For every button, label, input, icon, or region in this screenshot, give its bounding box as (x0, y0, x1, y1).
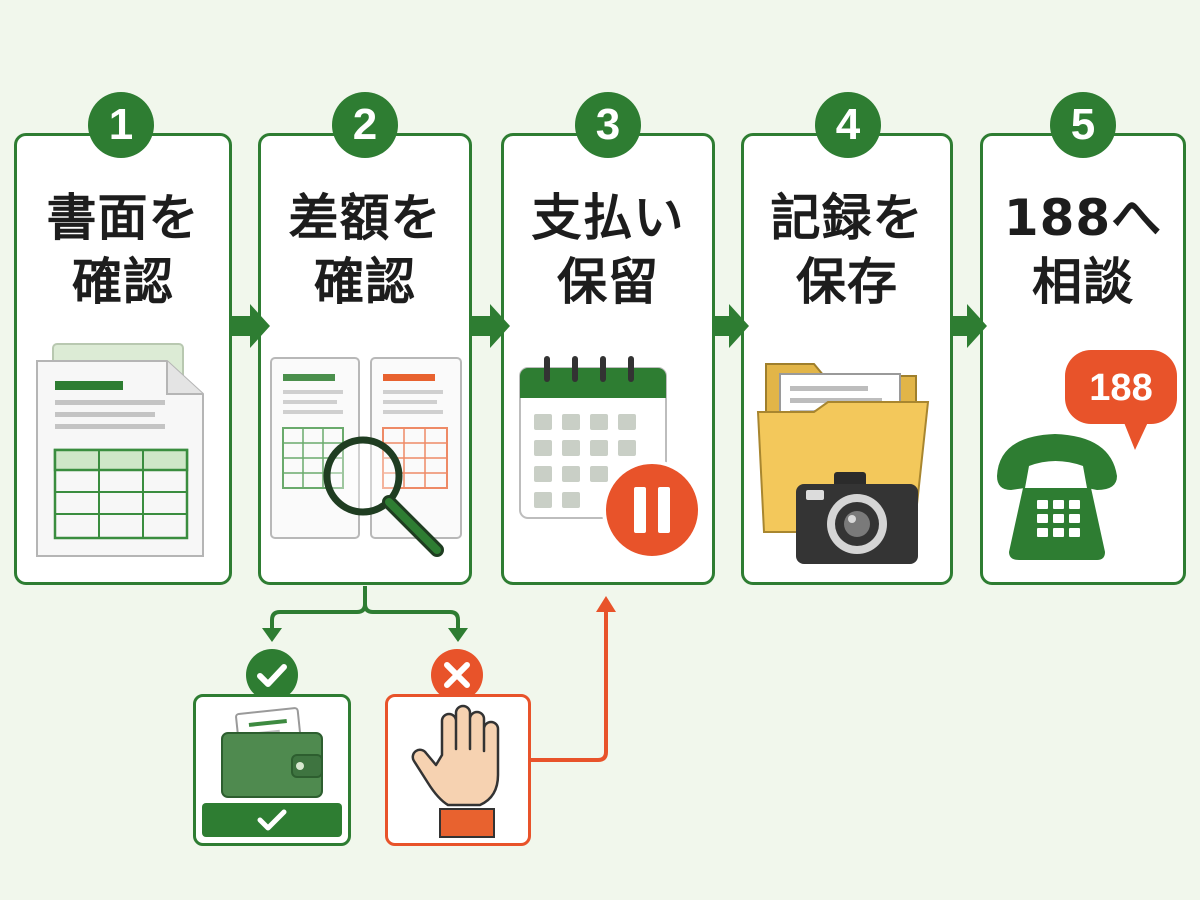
cross-icon (431, 649, 483, 701)
document-icon (36, 343, 204, 557)
step-title-4-line1: 記録を (770, 189, 924, 247)
ok-status-bar (202, 803, 342, 837)
camera-icon (796, 472, 918, 564)
stop-hand-illustration (411, 704, 500, 838)
branch-card-ok (193, 694, 351, 846)
branch-arrowhead-ok (262, 628, 282, 642)
check-mark-icon (257, 809, 287, 831)
speech-bubble-text: 188 (1089, 367, 1152, 409)
return-arrow-line (530, 608, 608, 762)
step-title-2-line2: 確認 (314, 253, 416, 311)
branch-arrowhead-ng (448, 628, 468, 642)
phone-illustration: 188 (997, 350, 1177, 560)
step-number-3: 3 (575, 92, 641, 158)
magnifier-icon (323, 436, 444, 557)
step-title-2: 差額を 確認 (261, 186, 469, 314)
step-title-1: 書面を 確認 (17, 186, 229, 314)
green-document-icon (270, 357, 360, 539)
step-card-2: 差額を 確認 (258, 133, 472, 585)
wallet-icon (221, 707, 323, 798)
document-illustration (36, 343, 204, 557)
step-number-2: 2 (332, 92, 398, 158)
branch-lines (270, 586, 460, 630)
step-card-5: 188へ 相談 188 (980, 133, 1186, 585)
folder-illustration (756, 363, 930, 564)
step-title-3-line2: 保留 (557, 253, 659, 311)
branch-card-ng (385, 694, 531, 846)
step-title-1-line1: 書面を (46, 189, 200, 247)
step-title-5: 188へ 相談 (983, 186, 1183, 314)
step-title-3: 支払い 保留 (504, 186, 712, 314)
speech-bubble-icon (1065, 350, 1177, 450)
check-icon (246, 649, 298, 701)
step-number-5: 5 (1050, 92, 1116, 158)
pause-icon (602, 460, 702, 560)
step-card-1: 書面を 確認 (14, 133, 232, 585)
step-title-2-line1: 差額を (288, 189, 442, 247)
step-title-4-line2: 保存 (796, 253, 898, 311)
compare-illustration (270, 357, 462, 557)
telephone-icon (997, 434, 1117, 560)
step-title-5-line2: 相談 (1032, 253, 1134, 311)
calendar-illustration (519, 356, 702, 560)
step-title-1-line2: 確認 (72, 253, 174, 311)
step-number-4: 4 (815, 92, 881, 158)
step-card-3: 支払い 保留 (501, 133, 715, 585)
return-arrowhead (596, 596, 616, 612)
step-title-4: 記録を 保存 (744, 186, 950, 314)
step-title-5-line1: 188へ (1003, 189, 1163, 247)
step-card-4: 記録を 保存 (741, 133, 953, 585)
step-title-3-line1: 支払い (531, 189, 685, 247)
raised-hand-icon (411, 704, 500, 838)
step-number-1: 1 (88, 92, 154, 158)
wallet-illustration (221, 707, 323, 798)
